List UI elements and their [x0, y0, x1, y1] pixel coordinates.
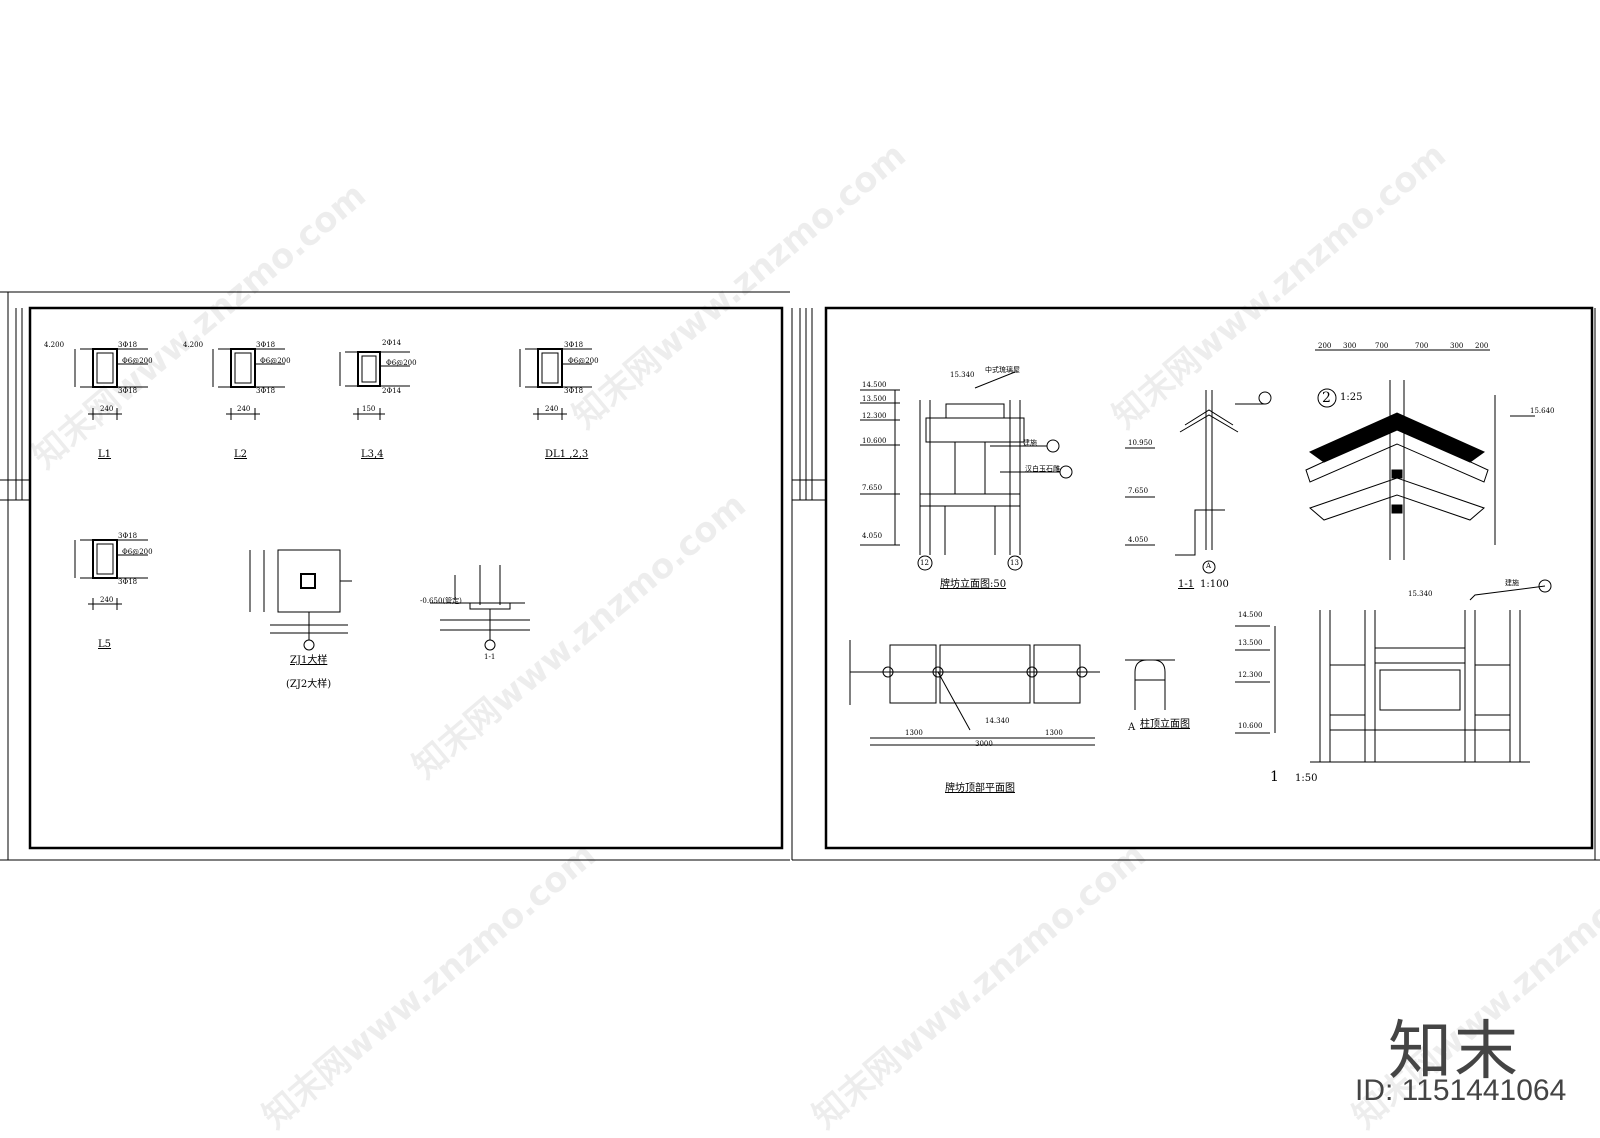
zj2-subtitle: (ZJ2大样): [286, 679, 332, 690]
beam-stirrup: Φ6@200: [386, 359, 417, 367]
detail2-dim: 700: [1375, 342, 1389, 350]
column-top-tag: A: [1128, 722, 1136, 733]
right-sheet-frame: [791, 306, 1600, 861]
elevation-level: 12.300: [862, 412, 887, 420]
section-level: 7.650: [1128, 487, 1149, 495]
detail2-dim: 200: [1318, 342, 1332, 350]
beam-top-bar: 2Φ14: [382, 339, 402, 347]
left-sheet-frame: [0, 291, 790, 861]
beam-width: 240: [100, 596, 114, 604]
beam-section-L1: [74, 348, 148, 420]
plan-dim: 1300: [905, 729, 923, 737]
plan-dim: 3000: [975, 740, 993, 748]
axis-label: 13: [1010, 559, 1019, 567]
roof-detail-2: [1305, 349, 1535, 560]
detail1-number: 1: [1270, 769, 1279, 785]
beam-top-bar: 3Φ18: [118, 532, 138, 540]
plan-level: 14.340: [985, 717, 1010, 725]
beam-label-DL: DL1 ,2,3: [545, 449, 589, 460]
beam-label-L2: L2: [234, 449, 248, 460]
callout-stone: 汉白玉石雕: [1025, 465, 1060, 473]
section-scale: 1:100: [1200, 579, 1229, 590]
detail2-dim: 300: [1450, 342, 1464, 350]
beam-section-L2: [212, 348, 285, 420]
beam-width: 240: [100, 405, 114, 413]
plan-drawing: [849, 640, 1100, 746]
column-top-drawing: [1125, 659, 1175, 710]
section-1-1-drawing: [1125, 390, 1272, 574]
beam-section-DL: [519, 348, 592, 420]
beam-level: 4.200: [44, 341, 65, 349]
elevation-title: 牌坊立面图:50: [940, 579, 1007, 590]
beam-section-L5: [74, 539, 148, 610]
detail2-dim: 300: [1343, 342, 1357, 350]
elevation-level: 10.600: [862, 437, 887, 445]
elevation-level: 13.500: [862, 395, 887, 403]
detail1-level: 12.300: [1238, 671, 1263, 679]
section-title: 1-1: [1178, 579, 1195, 590]
beam-top-bar: 3Φ18: [564, 341, 584, 349]
callout-roof: 中式琉璃屋: [985, 366, 1020, 374]
beam-label-L5: L5: [98, 639, 112, 650]
beam-level: 4.200: [183, 341, 204, 349]
brand-logo: 知末: [1388, 1015, 1520, 1089]
beam-bottom-bar: 3Φ18: [118, 578, 138, 586]
elevation-level: 4.050: [862, 532, 883, 540]
section-level: 10.950: [1128, 439, 1153, 447]
beam-top-bar: 3Φ18: [118, 341, 138, 349]
detail1-top-level: 15.340: [1408, 590, 1433, 598]
zj1-detail: [249, 549, 352, 651]
beam-stirrup: Φ6@200: [122, 357, 153, 365]
beam-bottom-bar: 3Φ18: [564, 387, 584, 395]
elevation-top-level: 15.340: [950, 371, 975, 379]
section-axis: A: [1206, 562, 1212, 570]
beam-bottom-bar: 3Φ18: [118, 387, 138, 395]
foundation-level: -0.650(管定): [420, 597, 462, 605]
foundation-section: [430, 565, 530, 651]
beam-top-bar: 3Φ18: [256, 341, 276, 349]
callout-arch: 建施: [1023, 439, 1037, 447]
section-level: 4.050: [1128, 536, 1149, 544]
elevation-level: 7.650: [862, 484, 883, 492]
detail2-dim: 700: [1415, 342, 1429, 350]
beam-label-L1: L1: [98, 449, 112, 460]
elevation-drawing: [860, 371, 1073, 571]
beam-width: 150: [362, 405, 376, 413]
beam-stirrup: Φ6@200: [568, 357, 599, 365]
detail1-level: 13.500: [1238, 639, 1263, 647]
elevation-detail-1: [1235, 579, 1552, 763]
beam-section-L34: [339, 351, 410, 420]
detail2-scale: 1:25: [1340, 392, 1363, 403]
detail1-scale: 1:50: [1295, 773, 1318, 784]
detail1-level: 10.600: [1238, 722, 1263, 730]
plan-dim: 1300: [1045, 729, 1063, 737]
beam-stirrup: Φ6@200: [122, 548, 153, 556]
beam-width: 240: [545, 405, 559, 413]
beam-label-L34: L3,4: [361, 449, 384, 460]
plan-title: 牌坊顶部平面图: [945, 783, 1015, 794]
foundation-section-label: 1-1: [484, 653, 496, 661]
detail2-level: 15.640: [1530, 407, 1555, 415]
zj1-title: ZJ1大样: [290, 655, 328, 666]
detail2-number: 2: [1322, 390, 1331, 406]
beam-width: 240: [237, 405, 251, 413]
detail1-level: 14.500: [1238, 611, 1263, 619]
column-top-title: 柱顶立面图: [1140, 719, 1190, 730]
beam-bottom-bar: 2Φ14: [382, 387, 402, 395]
axis-label: 12: [920, 559, 929, 567]
elevation-level: 14.500: [862, 381, 887, 389]
beam-bottom-bar: 3Φ18: [256, 387, 276, 395]
detail1-callout: 建施: [1505, 579, 1519, 587]
beam-stirrup: Φ6@200: [260, 357, 291, 365]
detail2-dim: 200: [1475, 342, 1489, 350]
asset-id: ID: 1151441064: [1355, 1074, 1567, 1107]
